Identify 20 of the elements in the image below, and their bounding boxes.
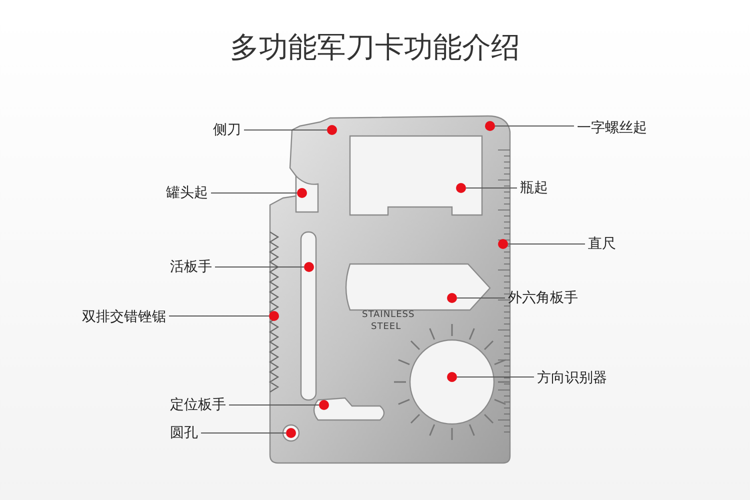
- callout-label: 圆孔: [170, 424, 198, 442]
- leader-line: [200, 432, 286, 434]
- leader-line: [214, 266, 304, 268]
- title: 多功能军刀卡功能介绍: [229, 29, 521, 66]
- callout-label: 直尺: [588, 235, 616, 253]
- callout-label: 罐头起: [166, 184, 208, 202]
- leader-line: [210, 192, 298, 194]
- callout-label: 外六角板手: [508, 289, 578, 307]
- leader-line: [228, 404, 320, 406]
- callout-label: 侧刀: [213, 121, 241, 139]
- engraved-text: STEEL: [371, 322, 402, 332]
- callout-label: 双排交错锉锯: [82, 308, 166, 326]
- callout-label: 定位板手: [170, 396, 226, 414]
- callout-label: 一字螺丝起: [577, 119, 647, 137]
- marker-dot: [269, 311, 279, 321]
- callout-label: 方向识别器: [537, 369, 607, 387]
- engraved-text: STAINLESS: [362, 310, 415, 320]
- callout-label: 瓶起: [520, 179, 548, 197]
- leader-line: [456, 376, 534, 378]
- callout-label: 活板手: [170, 258, 212, 276]
